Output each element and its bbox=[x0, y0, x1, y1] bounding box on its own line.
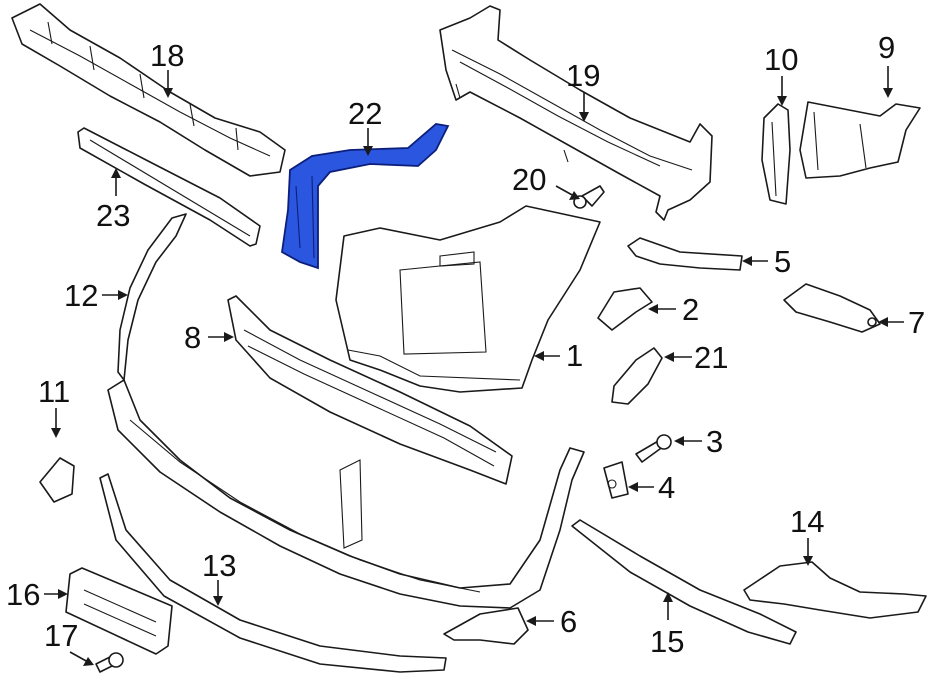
callout-11-label: 11 bbox=[38, 374, 70, 409]
callout-14-label: 14 bbox=[790, 504, 824, 539]
part-lower-bumper-frame bbox=[107, 379, 585, 609]
callout-22-label: 22 bbox=[348, 96, 382, 131]
callout-16-label: 16 bbox=[6, 577, 40, 612]
callout-18-label: 18 bbox=[150, 38, 184, 73]
callout-7: 7 bbox=[878, 305, 925, 340]
callout-18: 18 bbox=[150, 38, 184, 98]
callout-1: 1 bbox=[534, 338, 583, 373]
part-13-lower-strip bbox=[99, 473, 447, 673]
callout-21-label: 21 bbox=[694, 340, 728, 375]
callout-4: 4 bbox=[628, 470, 675, 505]
callout-21: 21 bbox=[664, 340, 728, 375]
part-17-screw bbox=[95, 652, 124, 673]
callout-8: 8 bbox=[184, 320, 234, 355]
callout-14: 14 bbox=[790, 504, 824, 566]
callout-8-label: 8 bbox=[184, 320, 201, 355]
callout-9: 9 bbox=[878, 30, 895, 98]
callout-19: 19 bbox=[566, 58, 600, 122]
part-2-clip-bracket bbox=[597, 287, 653, 331]
part-19-reinforcement-bar bbox=[439, 5, 713, 221]
part-18-energy-absorber bbox=[11, 3, 286, 177]
part-10-vertical-bracket bbox=[761, 103, 791, 205]
callout-23: 23 bbox=[96, 168, 130, 233]
callout-13-label: 13 bbox=[202, 548, 236, 583]
callout-23-label: 23 bbox=[96, 198, 130, 233]
part-15-trim-strip bbox=[571, 519, 797, 645]
part-6-bracket bbox=[443, 607, 529, 645]
callout-20-label: 20 bbox=[512, 162, 546, 197]
callout-10-label: 10 bbox=[764, 42, 798, 77]
callout-13: 13 bbox=[202, 548, 236, 606]
callout-4-label: 4 bbox=[658, 470, 675, 505]
callout-2-label: 2 bbox=[682, 292, 699, 327]
callout-5-label: 5 bbox=[774, 244, 791, 279]
callout-17: 17 bbox=[44, 618, 94, 666]
callout-3: 3 bbox=[674, 424, 723, 459]
callout-20: 20 bbox=[512, 162, 580, 200]
callout-10: 10 bbox=[764, 42, 798, 106]
part-21-bracket bbox=[611, 347, 663, 405]
callout-7-label: 7 bbox=[908, 305, 925, 340]
callout-6: 6 bbox=[526, 604, 577, 639]
part-8-grille bbox=[227, 295, 513, 485]
callout-9-label: 9 bbox=[878, 30, 895, 65]
callout-1-label: 1 bbox=[566, 338, 583, 373]
callout-22: 22 bbox=[348, 96, 382, 156]
part-22-highlighted-bracket bbox=[281, 123, 450, 270]
callout-6-label: 6 bbox=[560, 604, 577, 639]
part-3-bolt bbox=[635, 434, 672, 463]
part-4-clip bbox=[603, 461, 629, 499]
callout-12: 12 bbox=[64, 278, 128, 313]
callout-12-label: 12 bbox=[64, 278, 98, 313]
callout-2: 2 bbox=[648, 292, 699, 327]
part-12-frame-strip bbox=[117, 213, 187, 381]
part-16-mounting-plate bbox=[65, 567, 173, 655]
callout-15: 15 bbox=[650, 592, 684, 659]
callout-11: 11 bbox=[38, 374, 70, 438]
part-23-bracket-strip bbox=[77, 127, 261, 247]
callout-16: 16 bbox=[6, 577, 68, 612]
callout-15-label: 15 bbox=[650, 624, 684, 659]
part-1-bumper-cover bbox=[335, 205, 601, 393]
part-11-bracket bbox=[39, 457, 75, 503]
callout-19-label: 19 bbox=[566, 58, 600, 93]
part-14-side-trim bbox=[743, 561, 927, 619]
part-9-corner-bracket bbox=[799, 101, 921, 179]
part-7-side-bracket bbox=[783, 283, 881, 333]
callout-3-label: 3 bbox=[706, 424, 723, 459]
part-5-bracket bbox=[627, 237, 743, 271]
callout-17-label: 17 bbox=[44, 618, 78, 653]
callout-5: 5 bbox=[742, 244, 791, 279]
